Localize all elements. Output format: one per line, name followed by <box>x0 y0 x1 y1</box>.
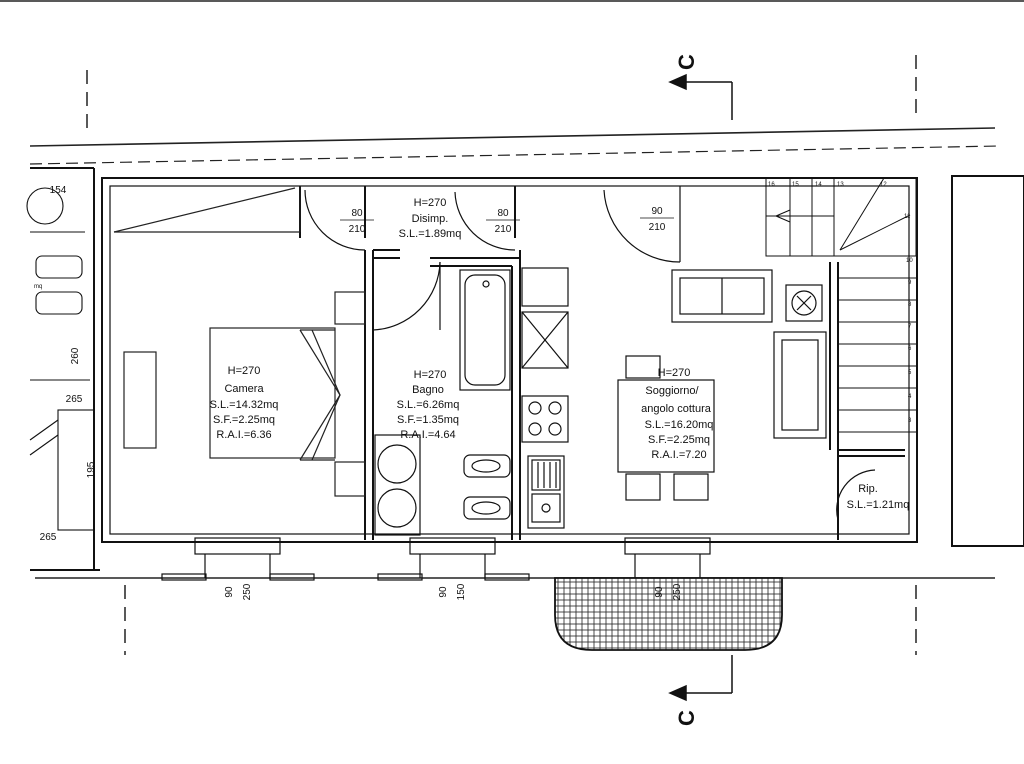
stair-step-number: 6 <box>908 346 912 352</box>
window-dims: 90 250 90 150 90 250 <box>224 583 683 600</box>
section-label-bottom: C <box>674 710 699 726</box>
door-height: 210 <box>495 224 512 235</box>
balcony <box>554 577 783 651</box>
window-width: 90 <box>438 586 449 598</box>
door-height: 210 <box>349 224 366 235</box>
door-height: 210 <box>649 222 666 233</box>
room-soggiorno-labels: H=270 Soggiorno/ angolo cottura S.L.=16.… <box>641 367 713 461</box>
stair-step-number: 10 <box>906 258 913 264</box>
sofa <box>671 269 773 323</box>
room-bagno-labels: H=270 Bagno S.L.=6.26mq S.F.=1.35mq R.A.… <box>397 369 460 441</box>
stair-step-number: 9 <box>908 280 912 286</box>
neighbor-dim: 154 <box>50 185 67 196</box>
bagno-name: Bagno <box>412 384 444 396</box>
door-width: 80 <box>497 208 509 219</box>
door-width: 80 <box>351 208 363 219</box>
neighbor-left <box>26 187 95 531</box>
camera-name: Camera <box>224 383 264 395</box>
disimp-name: Disimp. <box>412 213 449 225</box>
walls <box>30 167 1024 571</box>
window-height: 250 <box>672 583 683 600</box>
windows <box>161 537 711 581</box>
door-width: 90 <box>651 206 663 217</box>
wardrobe <box>113 186 301 233</box>
section-label-top: C <box>674 54 699 70</box>
bed <box>209 291 366 497</box>
tv-unit <box>785 284 823 322</box>
stair-step-number: 15 <box>792 182 799 188</box>
bidet <box>463 454 511 478</box>
dining-table <box>617 355 715 501</box>
section-marker-top <box>668 73 733 120</box>
neighbor-dim: 260 <box>70 347 81 364</box>
room-camera-labels: H=270 Camera S.L.=14.32mq S.F.=2.25mq R.… <box>210 365 279 441</box>
rip-name: Rip. <box>858 483 878 495</box>
kitchen <box>521 267 569 529</box>
camera-sl: S.L.=14.32mq <box>210 399 279 411</box>
room-disimp-labels: H=270 Disimp. S.L.=1.89mq <box>399 197 462 240</box>
bagno-height: H=270 <box>414 369 447 381</box>
disimp-sl: S.L.=1.89mq <box>399 228 462 240</box>
rip-sl: S.L.=1.21mq <box>847 499 910 511</box>
door-dims: 80 210 80 210 90 210 <box>340 206 674 235</box>
staircase <box>765 177 917 433</box>
stair-step-number: 8 <box>908 302 912 308</box>
washbasin-double <box>374 434 421 536</box>
camera-rai: R.A.I.=6.36 <box>216 429 271 441</box>
dashed-limits <box>86 55 917 655</box>
stair-step-number: 4 <box>908 394 912 400</box>
window-height: 150 <box>456 583 467 600</box>
stair-step-number: 12 <box>880 182 887 188</box>
section-marker-bottom <box>668 655 733 702</box>
stair-step-number: 11 <box>904 214 911 220</box>
stair-step-number: 16 <box>768 182 775 188</box>
stair-step-number: 5 <box>908 370 912 376</box>
neighbor-dim: 265 <box>40 532 57 543</box>
soggiorno-name-line2: angolo cottura <box>641 403 712 415</box>
desk <box>123 351 157 449</box>
disimp-height: H=270 <box>414 197 447 209</box>
neighbor-dim: 195 <box>86 461 97 478</box>
stair-step-numbers: 16 15 14 13 12 11 10 9 8 7 6 5 4 3 <box>768 182 913 424</box>
door-swings <box>304 186 876 521</box>
bathtub <box>459 269 511 391</box>
toilet <box>463 496 511 520</box>
window-width: 90 <box>224 586 235 598</box>
neighbor-note: mq <box>34 284 42 290</box>
soggiorno-rai: R.A.I.=7.20 <box>651 449 706 461</box>
bagno-sl: S.L.=6.26mq <box>397 399 460 411</box>
neighbor-dim: 265 <box>66 394 83 405</box>
bagno-rai: R.A.I.=4.64 <box>400 429 455 441</box>
stair-step-number: 13 <box>837 182 844 188</box>
stair-step-number: 14 <box>815 182 822 188</box>
camera-height: H=270 <box>228 365 261 377</box>
facade-lines <box>29 127 1001 579</box>
room-rip-labels: Rip. S.L.=1.21mq <box>847 483 910 511</box>
camera-sf: S.F.=2.25mq <box>213 414 275 426</box>
stair-step-number: 7 <box>908 324 912 330</box>
window-width: 90 <box>654 586 665 598</box>
bagno-sf: S.F.=1.35mq <box>397 414 459 426</box>
soggiorno-height: H=270 <box>658 367 691 379</box>
soggiorno-name-line1: Soggiorno/ <box>645 385 699 397</box>
soggiorno-sl: S.L.=16.20mq <box>645 419 714 431</box>
soggiorno-sf: S.F.=2.25mq <box>648 434 710 446</box>
armchair-sofa <box>773 331 827 439</box>
window-height: 250 <box>242 583 253 600</box>
stair-step-number: 3 <box>908 418 912 424</box>
